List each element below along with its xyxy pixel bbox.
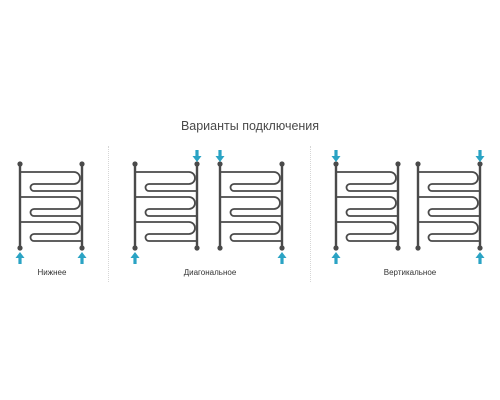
outlet-arrow-down-icon bbox=[215, 150, 225, 162]
rail-loop bbox=[135, 171, 197, 192]
collector-cap bbox=[333, 161, 339, 167]
section-divider bbox=[108, 146, 109, 282]
towel-rail-diagram bbox=[331, 150, 401, 264]
collector-cap bbox=[17, 161, 23, 167]
collector-cap bbox=[279, 245, 285, 251]
collector-cap bbox=[217, 161, 223, 167]
inlet-arrow-up-icon bbox=[331, 252, 341, 264]
collector-cap bbox=[395, 245, 401, 251]
collector-cap bbox=[279, 161, 285, 167]
inlet-arrow-up-icon bbox=[475, 252, 485, 264]
rail-loop bbox=[336, 171, 398, 192]
section-divider bbox=[310, 146, 311, 282]
outlet-arrow-down-icon bbox=[475, 150, 485, 162]
rail-loop bbox=[135, 196, 197, 217]
collector-cap bbox=[79, 245, 85, 251]
rail-loop bbox=[336, 196, 398, 217]
inlet-arrow-up-icon bbox=[15, 252, 25, 264]
option-caption: Нижнее bbox=[37, 268, 67, 277]
rail-loop bbox=[336, 221, 398, 242]
rail-loop bbox=[20, 171, 82, 192]
collector-cap bbox=[79, 161, 85, 167]
rail-loop bbox=[20, 196, 82, 217]
rail-loop bbox=[20, 221, 82, 242]
inlet-arrow-up-icon bbox=[277, 252, 287, 264]
rail-loop bbox=[220, 221, 282, 242]
collector-cap bbox=[217, 245, 223, 251]
rail-loop bbox=[418, 171, 480, 192]
collector-cap bbox=[415, 245, 421, 251]
collector-cap bbox=[194, 161, 200, 167]
collector-cap bbox=[132, 245, 138, 251]
page-title: Варианты подключения bbox=[180, 119, 320, 133]
rail-loop bbox=[418, 221, 480, 242]
collector-cap bbox=[477, 245, 483, 251]
collector-cap bbox=[132, 161, 138, 167]
option-caption: Вертикальное bbox=[383, 268, 437, 277]
towel-rail-diagram bbox=[130, 150, 202, 264]
option-caption: Диагональное bbox=[183, 268, 237, 277]
towel-rail-diagram bbox=[215, 150, 287, 264]
rail-loop bbox=[220, 171, 282, 192]
rail-loop bbox=[220, 196, 282, 217]
outlet-arrow-down-icon bbox=[331, 150, 341, 162]
collector-cap bbox=[395, 161, 401, 167]
rail-loop bbox=[135, 221, 197, 242]
collector-cap bbox=[477, 161, 483, 167]
collector-cap bbox=[194, 245, 200, 251]
collector-cap bbox=[333, 245, 339, 251]
collector-cap bbox=[415, 161, 421, 167]
towel-rail-diagram bbox=[415, 150, 485, 264]
rail-loop bbox=[418, 196, 480, 217]
collector-cap bbox=[17, 245, 23, 251]
towel-rail-diagram bbox=[15, 161, 87, 264]
outlet-arrow-down-icon bbox=[192, 150, 202, 162]
inlet-arrow-up-icon bbox=[77, 252, 87, 264]
inlet-arrow-up-icon bbox=[130, 252, 140, 264]
